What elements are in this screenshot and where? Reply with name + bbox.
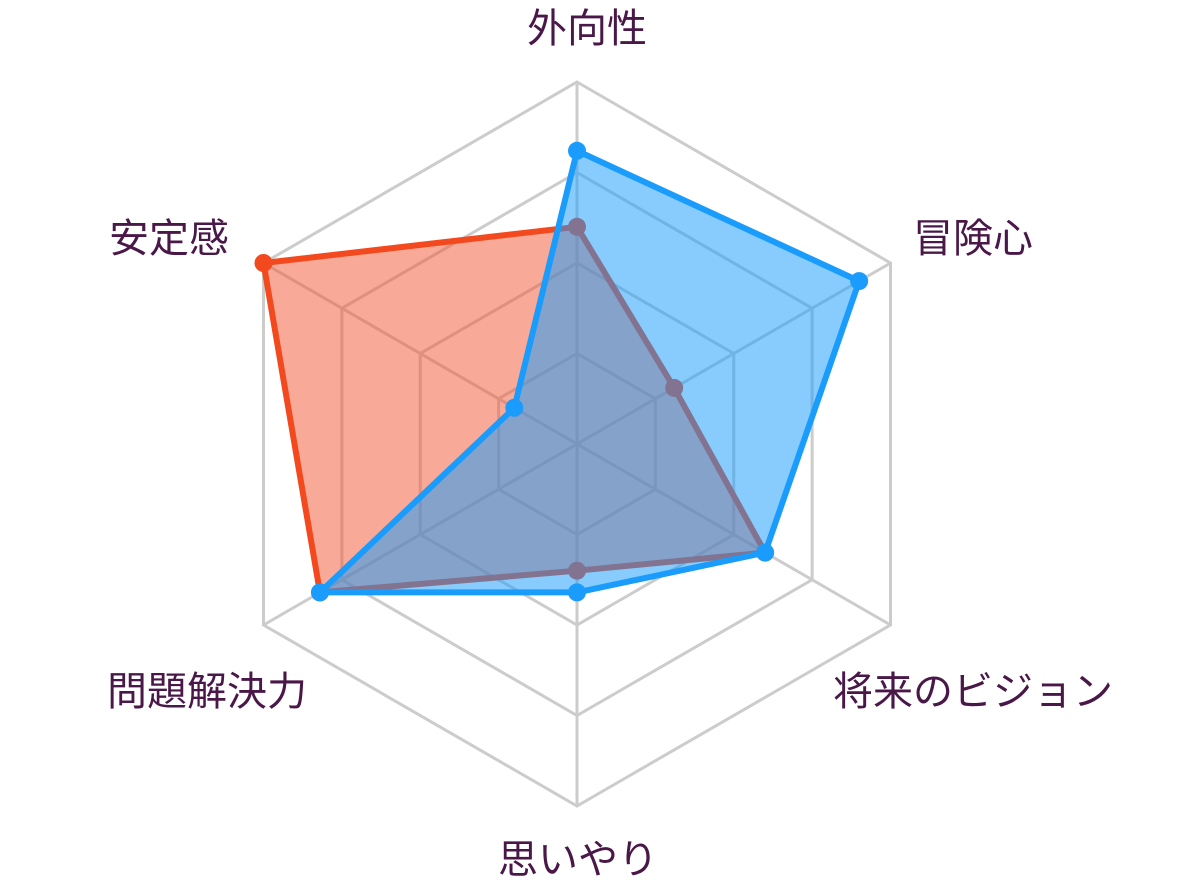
axis-label-2: 将来のビジョン [833,669,1113,715]
series-blue-point-0 [568,141,586,160]
series-blue-point-1 [850,272,869,291]
series-blue-point-4 [310,583,329,602]
series-blue-point-2 [756,543,775,562]
axis-label-4: 問題解決力 [107,669,307,715]
axis-label-1: 冒険心 [913,216,1033,262]
series-blue [310,141,869,602]
series-red-point-5 [254,254,273,272]
series-blue-point-5 [505,398,524,417]
axis-label-0: 外向性 [527,6,647,52]
axis-label-3: 思いやり [498,837,658,883]
series-blue-point-3 [568,583,586,602]
axis-label-5: 安定感 [109,216,229,262]
radar-series [254,141,869,602]
